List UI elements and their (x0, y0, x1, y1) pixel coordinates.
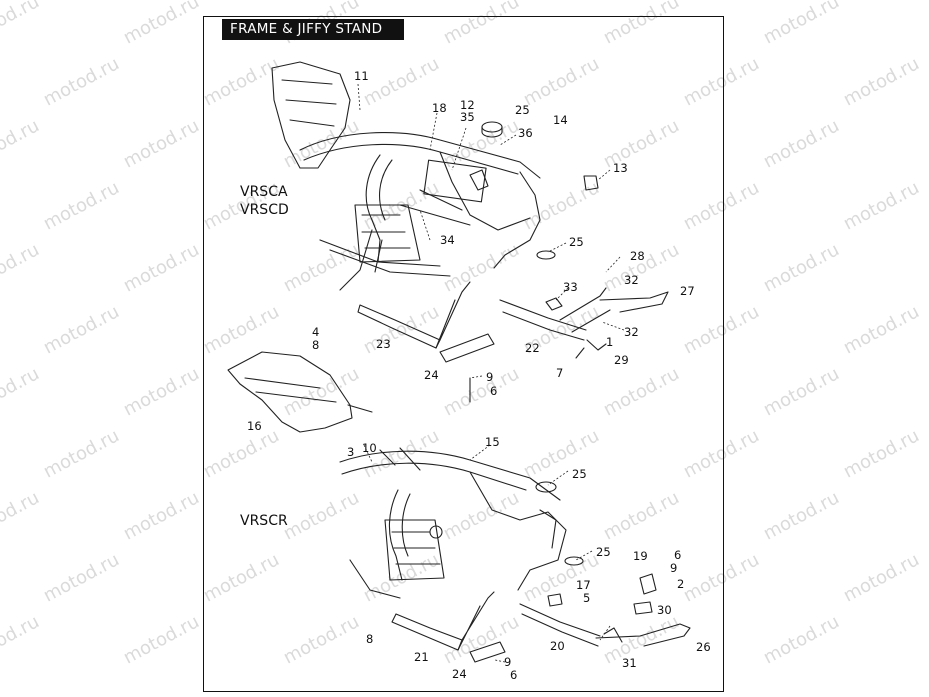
lower-callout-10: 10 (362, 441, 377, 455)
upper-callout-35: 35 (460, 110, 475, 124)
upper-callout-25: 25 (515, 103, 530, 117)
upper-callout-24: 24 (424, 368, 439, 382)
lower-callout-9: 9 (670, 561, 677, 575)
diagram-frame-border (203, 16, 724, 692)
lower-callout-20: 20 (550, 639, 565, 653)
upper-callout-32: 32 (624, 325, 639, 339)
upper-callout-4: 4 (312, 325, 319, 339)
lower-callout-25: 25 (596, 545, 611, 559)
lower-callout-15: 15 (485, 435, 500, 449)
lower-callout-6: 6 (510, 668, 517, 682)
lower-callout-26: 26 (696, 640, 711, 654)
upper-callout-1: 1 (606, 335, 613, 349)
model-label-vrscd: VRSCD (240, 202, 289, 218)
lower-callout-19: 19 (633, 549, 648, 563)
upper-callout-23: 23 (376, 337, 391, 351)
lower-callout-25: 25 (572, 467, 587, 481)
lower-callout-16: 16 (247, 419, 262, 433)
upper-callout-9: 9 (486, 370, 493, 384)
lower-callout-3: 3 (347, 445, 354, 459)
upper-callout-12: 12 (460, 98, 475, 112)
diagram-title: FRAME & JIFFY STAND (222, 19, 404, 40)
upper-callout-22: 22 (525, 341, 540, 355)
upper-callout-33: 33 (563, 280, 578, 294)
lower-callout-21: 21 (414, 650, 429, 664)
upper-callout-32: 32 (624, 273, 639, 287)
lower-callout-9: 9 (504, 655, 511, 669)
upper-callout-11: 11 (354, 69, 369, 83)
upper-callout-29: 29 (614, 353, 629, 367)
upper-callout-28: 28 (630, 249, 645, 263)
lower-callout-2: 2 (677, 577, 684, 591)
upper-callout-6: 6 (490, 384, 497, 398)
lower-callout-6: 6 (674, 548, 681, 562)
upper-frame-drawing (271, 61, 669, 403)
upper-callout-7: 7 (556, 366, 563, 380)
lower-frame-drawing (227, 351, 691, 663)
upper-callout-27: 27 (680, 284, 695, 298)
upper-callout-14: 14 (553, 113, 568, 127)
upper-callout-34: 34 (440, 233, 455, 247)
lower-callout-30: 30 (657, 603, 672, 617)
upper-callout-13: 13 (613, 161, 628, 175)
lower-callout-31: 31 (622, 656, 637, 670)
lower-callout-5: 5 (583, 591, 590, 605)
upper-callout-36: 36 (518, 126, 533, 140)
lower-callout-24: 24 (452, 667, 467, 681)
upper-callout-18: 18 (432, 101, 447, 115)
upper-callout-25: 25 (569, 235, 584, 249)
lower-callout-8: 8 (366, 632, 373, 646)
upper-callout-8: 8 (312, 338, 319, 352)
model-label-vrsca: VRSCA (240, 184, 288, 200)
lower-callout-17: 17 (576, 578, 591, 592)
model-label-vrscr: VRSCR (240, 513, 288, 529)
leader-lines (357, 83, 625, 663)
